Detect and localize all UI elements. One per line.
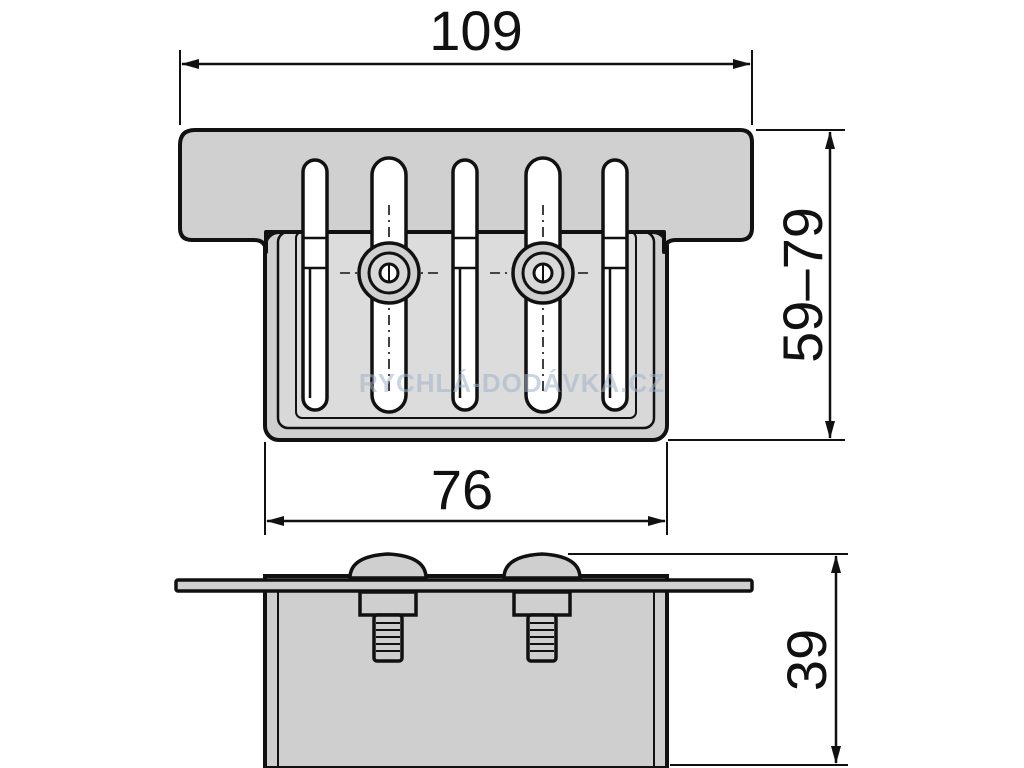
slot — [301, 158, 329, 412]
dimension-label-overall-width: 109 — [429, 0, 522, 62]
screw-dome-icon — [348, 552, 428, 580]
dimension-label-depth: 39 — [775, 629, 838, 691]
watermark: RYCHLÁ-DODÁVKA.CZ — [359, 368, 665, 398]
side-view — [174, 552, 754, 768]
dimension-overall-width: 109 — [179, 0, 753, 125]
screw-bolt-icon — [512, 590, 572, 663]
screw-head-icon — [511, 241, 575, 305]
screw-bolt-icon — [358, 590, 418, 663]
dimension-label-height-range: 59–79 — [771, 207, 834, 363]
side-view-flange — [174, 578, 754, 593]
hidden-wall-lines — [303, 236, 627, 398]
top-view: RYCHLÁ-DODÁVKA.CZ — [178, 128, 754, 442]
side-view-body — [263, 574, 669, 768]
screw-head-icon — [357, 241, 421, 305]
dimension-label-body-width: 76 — [431, 458, 493, 521]
dimension-body-width: 76 — [264, 442, 668, 535]
dimension-height-range: 59–79 — [668, 129, 845, 441]
screw-dome-icon — [502, 552, 582, 580]
dimension-depth: 39 — [568, 553, 848, 766]
